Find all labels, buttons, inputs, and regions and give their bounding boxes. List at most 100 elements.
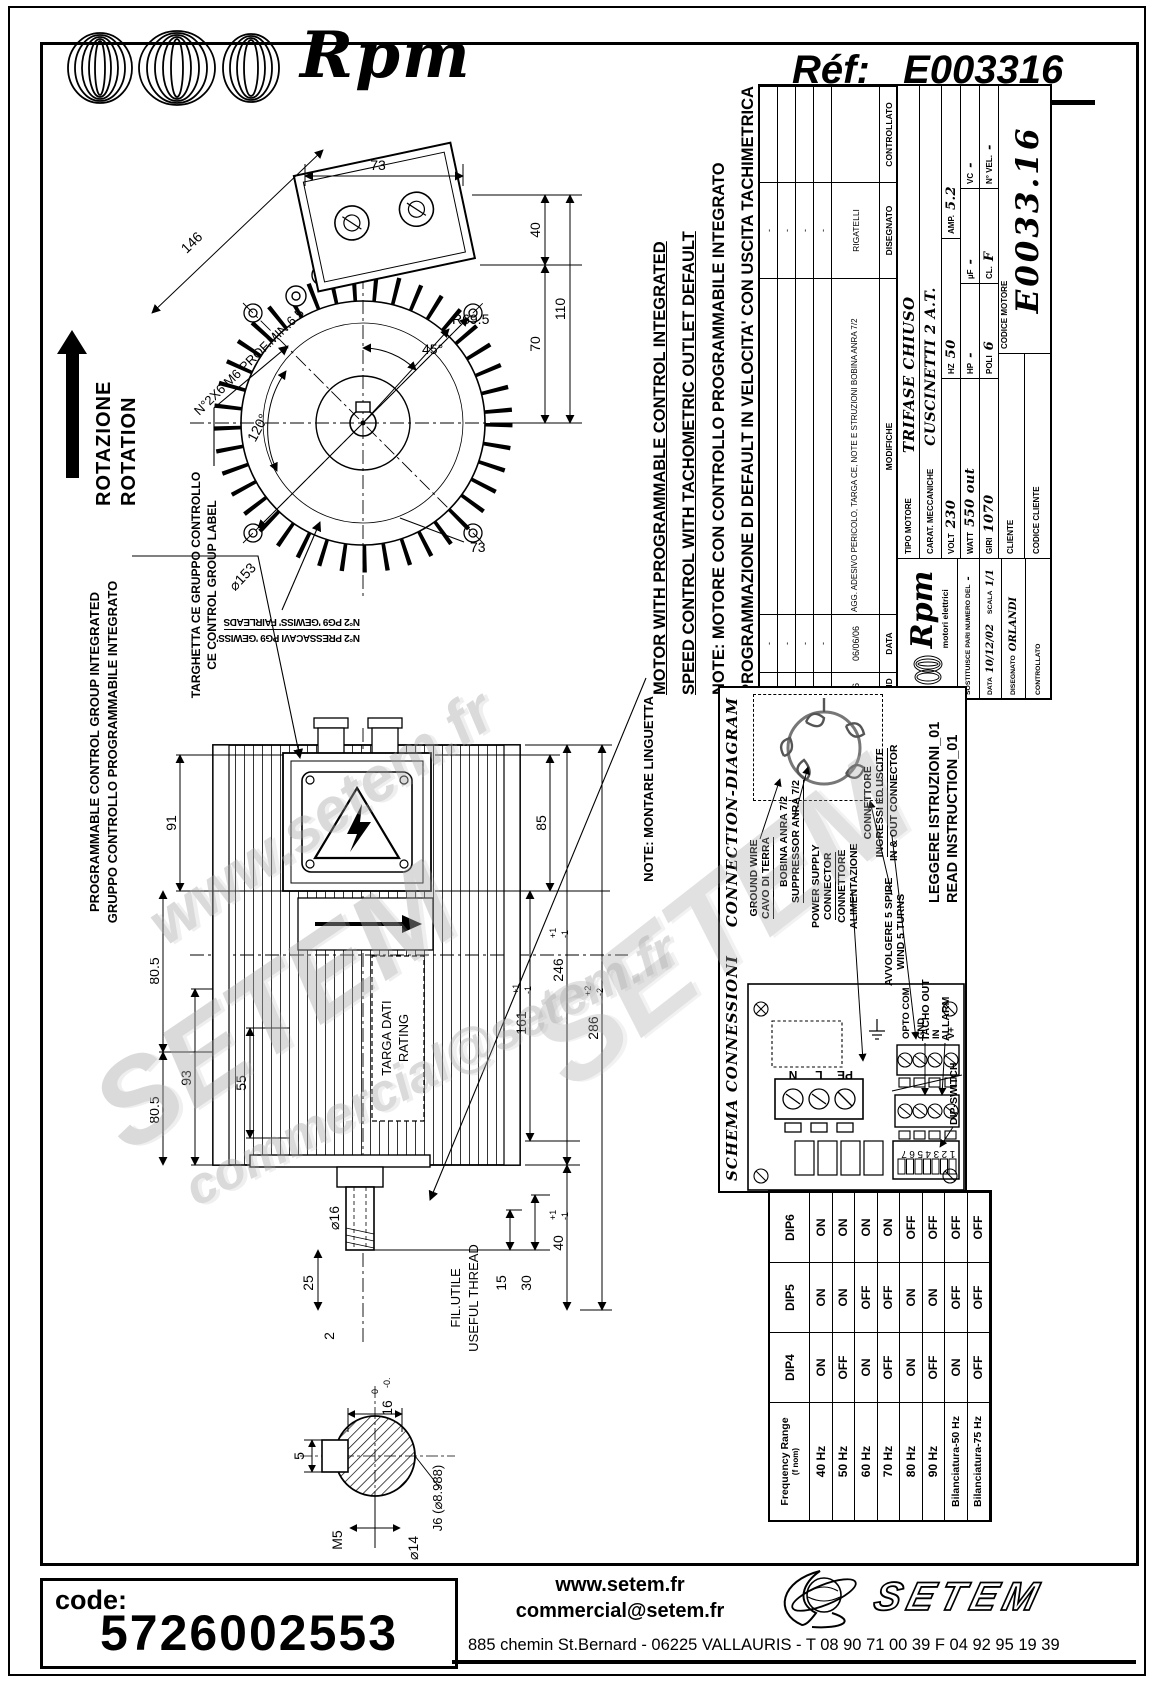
volt-value: 230: [943, 499, 959, 529]
terminal-l: L: [815, 1068, 822, 1082]
footer-rule: [452, 1660, 1136, 1664]
motor-notes: MOTOR WITH PROGRAMMABLE CONTROL INTEGRAT…: [646, 86, 763, 695]
dim-2: 2: [321, 1332, 337, 1340]
dip-row-freq: 90 Hz: [922, 1402, 945, 1520]
dip-row-freq: 60 Hz: [855, 1402, 878, 1520]
dip-header-6: DIP6: [770, 1192, 810, 1262]
terminal-n: N: [789, 1068, 798, 1082]
shaft-dim-j6: J6 (⌀8.988): [430, 1465, 445, 1531]
code-label: code:: [55, 1585, 128, 1615]
motor-code: E0033.16: [1010, 125, 1046, 314]
dim-286: 286: [585, 1016, 601, 1040]
code-box: code: 5726002553: [40, 1578, 458, 1669]
footer-address: 885 chemin St.Bernard - 06225 VALLAURIS …: [468, 1636, 1060, 1654]
rev-description: AGG. ADESIVO PERICOLO, TARGA CE, NOTE E …: [832, 278, 880, 614]
dim-246: 246: [550, 958, 566, 982]
dim-15: 15: [493, 1275, 509, 1291]
footer-contacts: www.setem.fr commercial@setem.fr: [470, 1572, 770, 1624]
motor-type: TRIFASE CHIUSO: [899, 296, 918, 454]
programmable-group-note: PROGRAMMABLE CONTROL GROUP INTEGRATED GR…: [87, 580, 120, 924]
dim-246-plus: +1: [548, 928, 558, 938]
note-line-1: MOTOR WITH PROGRAMMABLE CONTROL INTEGRAT…: [651, 241, 669, 695]
pcb-drawing: N L PE: [747, 983, 965, 1191]
dim-73-bottom: 73: [470, 539, 486, 555]
main-frame: [40, 42, 1139, 1566]
dim-286-minus: -2: [595, 988, 605, 996]
key-mounting-note: NOTE: MONTARE LINGUETTA: [641, 696, 656, 882]
terminal-opto-com: OPTO COM: [901, 987, 912, 1039]
dim-40: 40: [527, 222, 543, 238]
dim-161-minus: -1: [523, 986, 533, 994]
dim-25: 25: [300, 1275, 316, 1291]
dip-numbers: 1234567: [899, 1148, 955, 1159]
shaft-dim-14: ⌀14: [405, 1536, 421, 1560]
dim-80-5-b: 80.5: [150, 1096, 162, 1123]
dim-110: 110: [552, 298, 568, 321]
terminal-pe: PE: [837, 1068, 853, 1082]
dip-header-5: DIP5: [770, 1262, 810, 1332]
footer-website: www.setem.fr: [555, 1574, 685, 1596]
dim-246-minus: -1: [560, 930, 570, 938]
client-code-label: CODICE CLIENTE: [1032, 486, 1041, 554]
rating-plate-label-it: TARGA DATI: [379, 1000, 394, 1075]
dim-93: 93: [178, 1070, 194, 1086]
dip-row-freq: 70 Hz: [877, 1402, 900, 1520]
title-block-data: TIPO MOTORE TRIFASE CHIUSO CARAT. MECCAN…: [898, 86, 1050, 558]
shaft-tol-plus: 0: [370, 1389, 380, 1394]
note-line-3: NOTE: MOTORE CON CONTROLLO PROGRAMMABILE…: [709, 162, 728, 695]
dip-header-4: DIP4: [770, 1332, 810, 1402]
revision-table: -- -- -- -- 6 06/06/06 AGG. ADESIVO PERI…: [760, 86, 898, 698]
rating-plate-label-en: RATING: [396, 1014, 411, 1062]
shaft-section-detail: 16 0 -0.1 5 J6 (⌀8.988) M5 ⌀14: [291, 1378, 455, 1560]
rev-date: 06/06/06: [832, 614, 880, 672]
dim-70: 70: [527, 336, 543, 352]
dim-angle-45: 45°: [422, 341, 443, 357]
dim-30: 30: [518, 1275, 534, 1291]
dim-40-plus: +1: [548, 1210, 558, 1220]
hz-value: 50: [943, 339, 959, 359]
dim-shaft-16: ⌀16: [326, 1206, 342, 1230]
dim-radius: R69.5: [452, 311, 490, 327]
rpm-coils-logo: [67, 30, 280, 106]
dim-91: 91: [163, 815, 179, 831]
title-block: -- -- -- -- 6 06/06/06 AGG. ADESIVO PERI…: [758, 84, 1052, 700]
dip-row-freq: Bilanciatura-50 Hz: [945, 1402, 968, 1520]
side-view-drawing: TARGA DATI RATING 91 80.5 80.5 93 55: [150, 717, 628, 1352]
connection-diagram: SCHEMA CONNESSIONICONNECTION-DIAGRAM: [718, 686, 967, 1193]
connection-leaders: [759, 766, 954, 1148]
ce-label-note: TARGHETTA CE GRUPPO CONTROLLO CE CONTROL…: [189, 471, 219, 699]
gewiss-glands-note: N°2 PRESSACAVI PG9 'GEWISS' N°2 PG9 'GEW…: [216, 616, 360, 645]
outer-frame: [8, 6, 1146, 1676]
title-block-logo: Rpm motori elettrici: [898, 559, 958, 698]
terminal-gnd: GND: [916, 1018, 927, 1039]
dim-286-plus: +2: [583, 986, 593, 996]
dim-161-plus: +1: [511, 984, 521, 994]
dim-40-minus: -1: [560, 1212, 570, 1220]
watt-value: 550 out: [962, 467, 978, 527]
front-view-drawing: 73 40 70 110 R69.5 45° 120° ⌀153 73 146 …: [151, 141, 582, 596]
rpm-value: 1070: [981, 494, 997, 533]
dim-161: 161: [513, 1011, 529, 1035]
terminal-in: IN: [931, 1029, 942, 1039]
dip-row-freq: 50 Hz: [832, 1402, 855, 1520]
rpm-coils-small: [913, 655, 942, 685]
dip-row-freq: Bilanciatura-75 Hz: [967, 1402, 990, 1520]
rev-sign: RIGATELLI: [832, 182, 880, 278]
client-label: CLIENTE: [1006, 519, 1015, 554]
note-line-2: SPEED CONTROL WITH TACHOMETRIC OUTLET DE…: [680, 231, 699, 695]
setem-wordmark: SETEM: [869, 1574, 1050, 1620]
dip-row-freq: 80 Hz: [900, 1402, 923, 1520]
poles-value: 6: [981, 340, 997, 351]
leader-lines: [132, 345, 647, 1201]
dim-40: 40: [550, 1235, 566, 1251]
title-block-left: Rpm motori elettrici SOSTITUISCE PARI NU…: [898, 558, 1050, 698]
dim-55: 55: [233, 1075, 249, 1091]
amp-value: 5.2: [943, 185, 959, 211]
dim-80-5-a: 80.5: [150, 957, 162, 984]
arrow-up-icon: [57, 330, 87, 354]
dip-header-frequency: Frequency Range(f nom): [770, 1402, 810, 1520]
dim-73-top: 73: [370, 157, 386, 173]
terminal-vplus: V+: [946, 1027, 957, 1039]
mech-characteristics: CUSCINETTI 2 A.T.: [922, 287, 939, 446]
